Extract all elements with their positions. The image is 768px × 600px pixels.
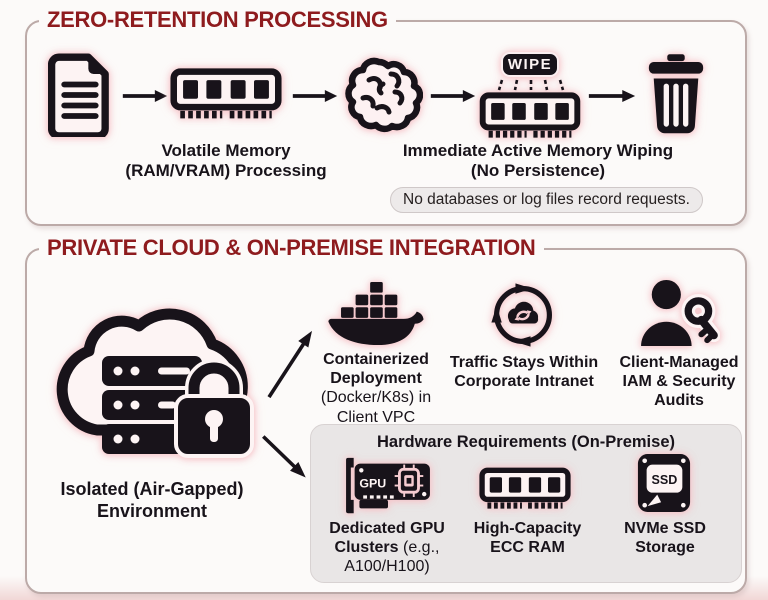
hardware-title: Hardware Requirements (On-Premise)	[376, 433, 675, 451]
docker-whale-icon	[326, 281, 424, 347]
volatile-memory-label: Volatile Memory (RAM/VRAM) Processing	[66, 141, 386, 182]
ram-module-icon	[170, 67, 282, 123]
volatile-memory-line2: (RAM/VRAM) Processing	[125, 161, 327, 181]
ecc-ram-icon	[479, 467, 571, 512]
arrow-right-icon	[588, 89, 636, 103]
no-logs-note-pill: No databases or log files record request…	[390, 187, 703, 213]
arrow-down-right-icon	[258, 431, 312, 483]
containerized-regular: (Docker/K8s) in Client VPC	[320, 389, 432, 426]
ssd-label: NVMe SSD Storage	[624, 520, 706, 557]
isolated-line1: Isolated (Air-Gapped)	[60, 479, 244, 499]
section2-title: PRIVATE CLOUD & ON-PREMISE INTEGRATION	[39, 234, 544, 262]
arrow-right-icon	[122, 89, 168, 103]
memory-wiping-line2: (No Persistence)	[470, 161, 606, 181]
zero-retention-panel: ZERO-RETENTION PROCESSING	[25, 6, 747, 226]
wipe-dashes-icon	[497, 79, 565, 91]
isolated-environment-label: Isolated (Air-Gapped) Environment	[32, 479, 272, 522]
containerized-label: Containerized Deployment (Docker/K8s) in…	[311, 350, 441, 427]
ecc-ram-label: High-Capacity ECC RAM	[473, 520, 582, 557]
wipe-badge: WIPE	[501, 52, 559, 77]
ssd-drive-icon: SSD	[636, 452, 692, 514]
arrow-right-icon	[430, 89, 476, 103]
cloud-server-lock-icon	[42, 280, 254, 478]
cloud-sync-loop-icon	[490, 282, 556, 348]
ssd-badge-label: SSD	[652, 473, 678, 487]
iam-label: Client-Managed IAM & Security Audits	[619, 354, 739, 410]
gpu-label-regular: (e.g., A100/H100)	[344, 539, 440, 576]
brain-icon	[343, 56, 423, 134]
gpu-card-icon: GPU	[344, 456, 432, 517]
trash-can-icon	[645, 53, 707, 135]
document-icon	[48, 53, 114, 137]
arrow-right-icon	[292, 89, 338, 103]
gpu-label: Dedicated GPU Clusters (e.g., A100/H100)	[325, 519, 449, 577]
memory-wiping-line1: Immediate Active Memory Wiping	[402, 141, 674, 160]
gpu-label-bold: Dedicated GPU Clusters	[329, 520, 445, 557]
wipe-badge-label: WIPE	[507, 56, 553, 73]
containerized-bold: Containerized Deployment	[323, 351, 429, 388]
user-key-icon	[636, 278, 720, 348]
traffic-label: Traffic Stays Within Corporate Intranet	[449, 354, 599, 391]
volatile-memory-line1: Volatile Memory	[161, 141, 291, 160]
arrow-up-right-icon	[263, 326, 319, 402]
memory-wiping-label: Immediate Active Memory Wiping (No Persi…	[373, 141, 703, 182]
isolated-line2: Environment	[96, 500, 207, 521]
wipe-ram-icon: WIPE	[479, 52, 581, 138]
gpu-badge-label: GPU	[359, 476, 386, 490]
section1-title: ZERO-RETENTION PROCESSING	[39, 6, 396, 34]
